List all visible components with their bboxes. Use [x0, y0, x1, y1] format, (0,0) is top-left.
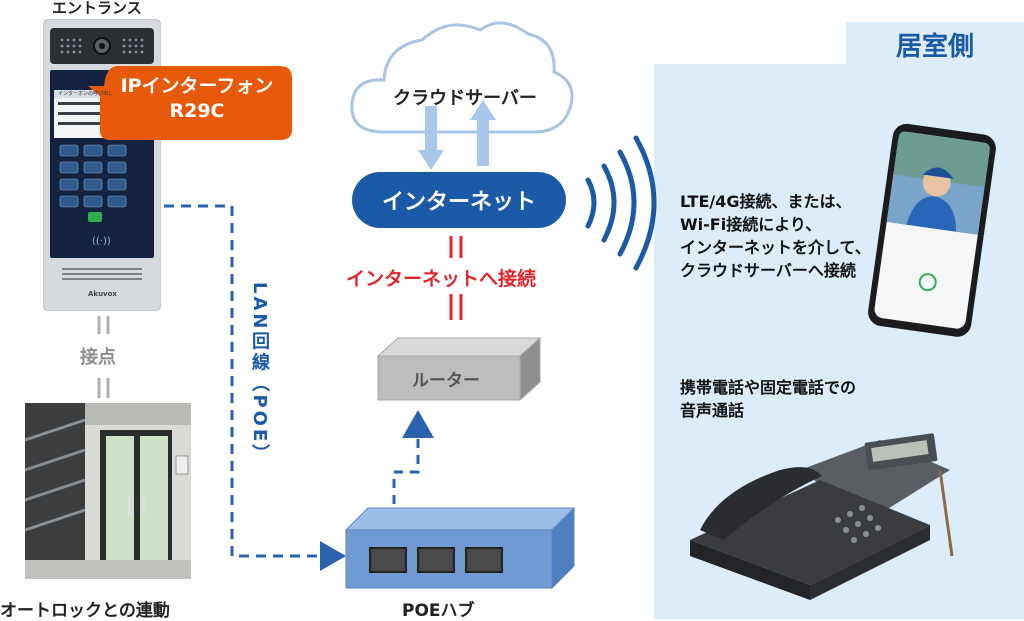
wireless-waves — [585, 135, 657, 271]
device-callout — [88, 66, 292, 140]
phone-text-line-1: 携帯電話や固定電話での — [680, 378, 857, 397]
mobile-text-line-1: LTE/4G接続、または、 — [680, 192, 852, 211]
mobile-text-line-3: インターネットを介して、 — [680, 238, 871, 257]
entrance-label: エントランス — [52, 0, 142, 17]
smartphone — [868, 123, 996, 337]
poe-hub — [344, 506, 576, 590]
contact-connector — [97, 316, 110, 398]
svg-text:((·)): ((·)) — [92, 236, 111, 247]
internet-connection-lines — [449, 236, 463, 320]
phone-call-text: 携帯電話や固定電話での 音声通話 — [680, 376, 856, 422]
hub-router-line — [392, 436, 420, 504]
router-label: ルーター — [412, 371, 480, 391]
device-callout-line-2: R29C — [169, 100, 225, 122]
router-arrowhead — [402, 410, 434, 438]
lan-label: LAN回線（POE） — [249, 282, 270, 466]
router — [376, 336, 542, 402]
device-screen-title: インターホンの呼び出し — [58, 91, 114, 97]
intercom-device: ((·)) Akuvox — [43, 19, 161, 311]
device-callout-line-1: IPインターフォン — [120, 75, 274, 97]
connect-internet-label: インターネットへ接続 — [346, 268, 537, 290]
poe-hub-label: POEハブ — [402, 601, 475, 621]
autolock-label: オートロックとの連動 — [0, 601, 170, 621]
internet-label: インターネット — [381, 190, 536, 215]
autolock-door-photo — [24, 403, 191, 579]
cloud-server — [350, 21, 574, 134]
device-callout-text: IPインターフォン R29C — [104, 74, 290, 124]
cloud-internet-arrows — [418, 100, 496, 170]
cloud-server-label: クラウドサーバー — [393, 88, 537, 109]
mobile-connection-text: LTE/4G接続、または、 Wi-Fi接続により、 インターネットを介して、 ク… — [680, 190, 871, 282]
contact-label: 接点 — [80, 347, 116, 368]
lan-arrowhead — [320, 541, 346, 571]
lan-line — [164, 204, 322, 558]
internet-pill — [352, 172, 566, 228]
phone-text-line-2: 音声通話 — [680, 401, 745, 420]
device-brand: Akuvox — [88, 290, 117, 298]
mobile-text-line-4: クラウドサーバーへ接続 — [680, 261, 856, 280]
desk-phone — [690, 433, 954, 600]
mobile-text-line-2: Wi-Fi接続により、 — [680, 215, 822, 234]
resident-side-tab — [846, 22, 1024, 66]
resident-side-title: 居室側 — [895, 32, 974, 62]
